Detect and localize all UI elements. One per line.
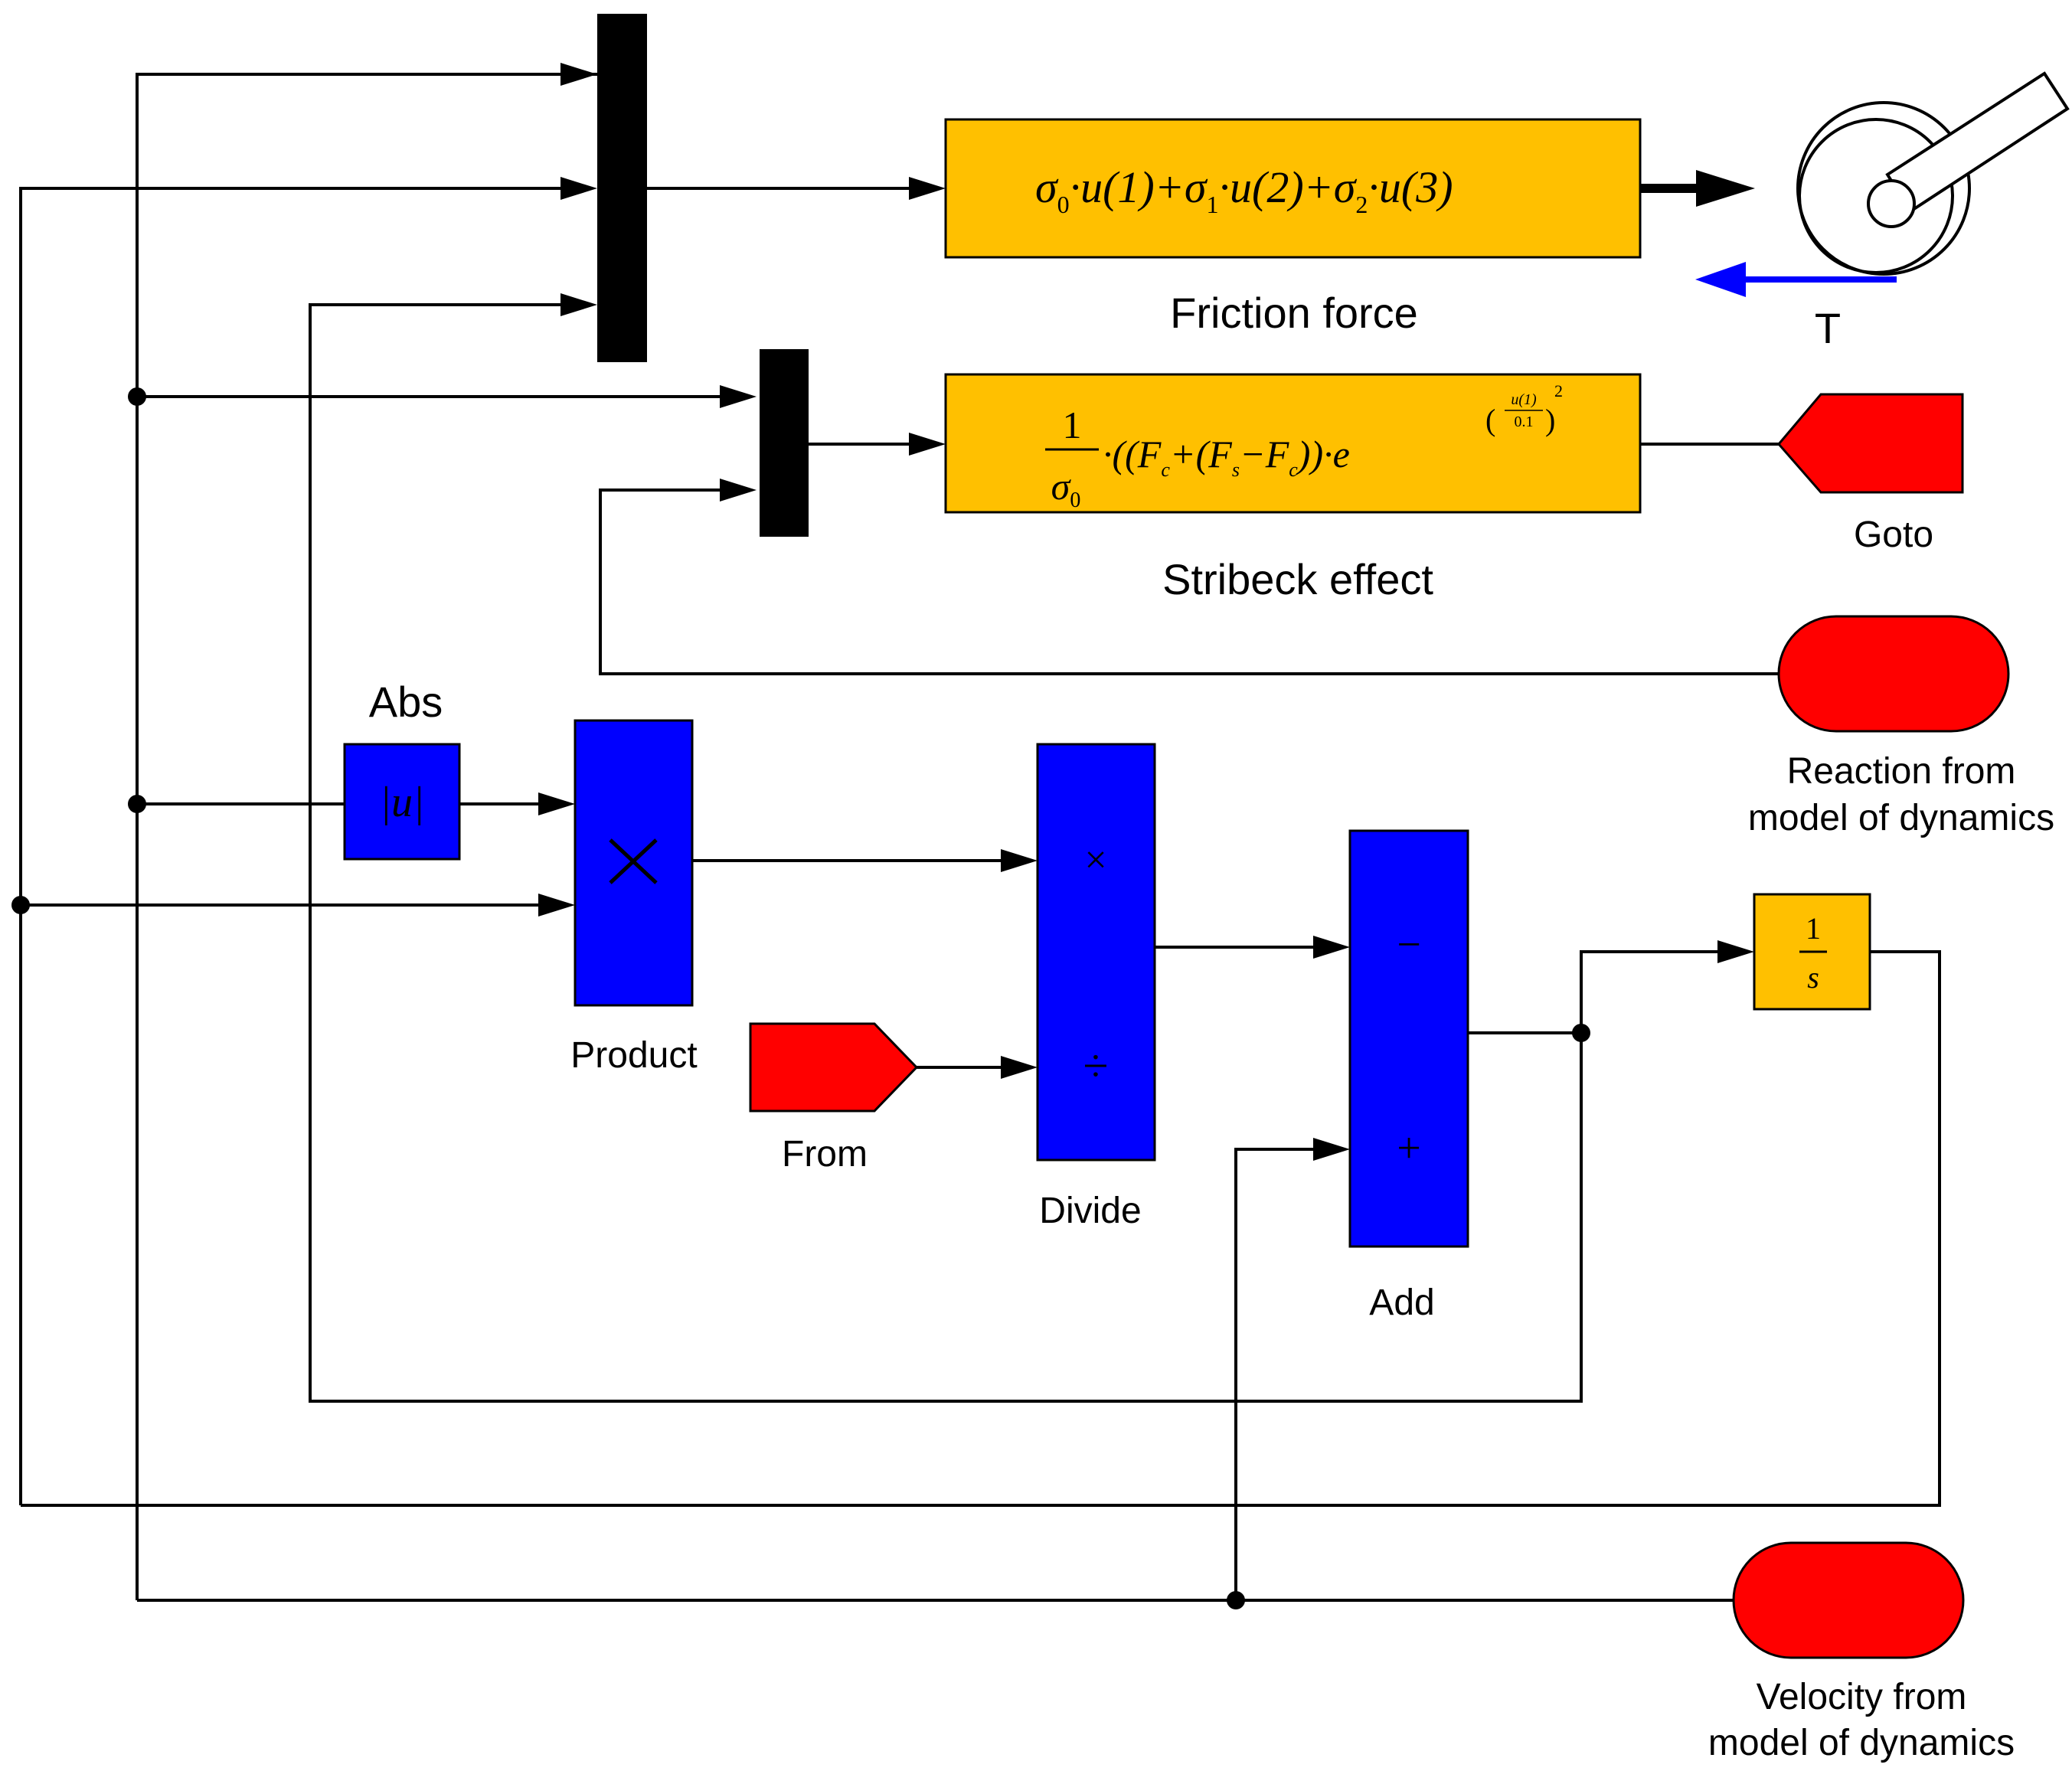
integrator-block[interactable]: 1 s [1753, 893, 1871, 1011]
junction-dots [11, 387, 1590, 1609]
pulley-inner-ring [1798, 118, 1954, 274]
velocity-inport-shape[interactable] [1732, 1541, 1965, 1659]
arrow-head [1313, 936, 1350, 959]
add-sign-plus: + [1397, 1125, 1421, 1172]
velocity-label-line1: Velocity from [1757, 1677, 1967, 1717]
arrow-head [560, 177, 597, 200]
wire-velocity-to-add [1234, 1148, 1315, 1600]
abs-icon-text: |u| [380, 779, 425, 826]
mux-block-1[interactable] [597, 14, 647, 362]
arrow-head [909, 177, 946, 200]
from-shape[interactable] [749, 1022, 919, 1113]
divide-shape[interactable] [1036, 743, 1156, 1162]
friction-expression: σ0·u(1)+σ1·u(2)+σ2·u(3) [1035, 162, 1453, 218]
friction-force-label: Friction force [1170, 289, 1418, 337]
signal-wires [19, 63, 1941, 1602]
velocity-label-line2: model of dynamics [1708, 1723, 2015, 1763]
fcn-block-stribeck[interactable] [944, 373, 1642, 514]
junction-dot [1572, 1024, 1590, 1042]
arrow-head [538, 792, 575, 815]
arrow-head [560, 63, 597, 86]
arrow-head [1001, 849, 1038, 872]
friction-force-block[interactable]: σ0·u(1)+σ1·u(2)+σ2·u(3) Friction force [944, 118, 1642, 337]
wire-integrator-out-feedback [21, 950, 1941, 1507]
reaction-inport[interactable]: Reaction from model of dynamics [1748, 615, 2054, 838]
pulley-hub [1867, 179, 1916, 228]
mux-block-2[interactable] [760, 349, 809, 537]
add-block[interactable]: − + Add [1348, 829, 1469, 1323]
abs-shape[interactable] [343, 743, 461, 861]
product-cross-icon [609, 838, 658, 884]
add-sign-minus: − [1397, 921, 1421, 969]
reaction-inport-shape[interactable] [1777, 615, 2010, 733]
product-label: Product [570, 1035, 697, 1076]
velocity-inport[interactable]: Velocity from model of dynamics [1708, 1541, 2015, 1763]
junction-dot [1227, 1591, 1245, 1609]
exponent-den: 0.1 [1515, 413, 1534, 430]
pulley-icon: T [1695, 71, 2070, 352]
tension-arrow-head [1695, 262, 1746, 297]
arrow-head [1001, 1056, 1038, 1079]
goto-shape[interactable] [1777, 393, 1964, 494]
junction-dot [128, 795, 146, 813]
reaction-label-line1: Reaction from [1787, 751, 2016, 792]
goto-block[interactable]: Goto [1777, 393, 1964, 555]
exponent-paren-left: ( [1485, 403, 1495, 437]
pulley-outer-ring [1796, 101, 1971, 276]
divide-label: Divide [1039, 1191, 1141, 1231]
stribeck-frac-den: σ0 [1051, 465, 1081, 512]
goto-label: Goto [1854, 515, 1933, 555]
crank-arm [1885, 71, 2070, 214]
arrow-head [1717, 940, 1754, 963]
divide-sign-multiply: × [1084, 838, 1106, 882]
arrow-head [538, 894, 575, 917]
junction-dot [11, 896, 30, 914]
stribeck-effect-block[interactable]: 1 σ0 ·((Fc+(Fs−Fc))·e ( u(1) 0.1 ) 2 Str… [944, 373, 1642, 603]
from-block[interactable]: From [749, 1022, 919, 1175]
arrow-head [720, 479, 757, 502]
wire-velocity-to-mux1-in1 [136, 73, 597, 1600]
arrow-head [1313, 1138, 1350, 1161]
exponent-num: u(1) [1511, 391, 1537, 408]
exponent-paren-right: ) [1545, 403, 1555, 437]
product-block[interactable]: Product [570, 719, 698, 1076]
reaction-label-line2: model of dynamics [1748, 798, 2054, 838]
arrow-head [1696, 170, 1755, 207]
stribeck-expression: ·((Fc+(Fs−Fc))·e [1103, 433, 1350, 481]
add-label: Add [1369, 1283, 1434, 1323]
exponent-power: 2 [1554, 381, 1563, 400]
integrator-den: s [1807, 960, 1819, 995]
abs-label: Abs [369, 678, 443, 726]
divide-sign-divide: ÷ [1083, 1041, 1109, 1091]
stribeck-frac-num: 1 [1063, 404, 1082, 446]
tension-label: T [1815, 304, 1841, 352]
integrator-num: 1 [1806, 911, 1821, 946]
abs-block[interactable]: Abs |u| [343, 678, 461, 861]
wire-add-to-integrator [1580, 950, 1719, 1033]
divide-block[interactable]: × ÷ Divide [1036, 743, 1156, 1231]
wire-reaction-to-mux2-in2 [599, 488, 1779, 675]
add-shape[interactable] [1348, 829, 1469, 1248]
from-label: From [782, 1134, 868, 1175]
wire-state-to-mux1-in2 [19, 187, 561, 1505]
wire-derivative-to-mux1-in3 [309, 303, 1583, 1403]
arrow-head [720, 385, 757, 408]
stribeck-effect-label: Stribeck effect [1162, 555, 1433, 603]
fcn-block-friction[interactable] [944, 118, 1642, 259]
arrow-head [560, 293, 597, 316]
arrow-head [909, 433, 946, 456]
junction-dot [128, 387, 146, 406]
